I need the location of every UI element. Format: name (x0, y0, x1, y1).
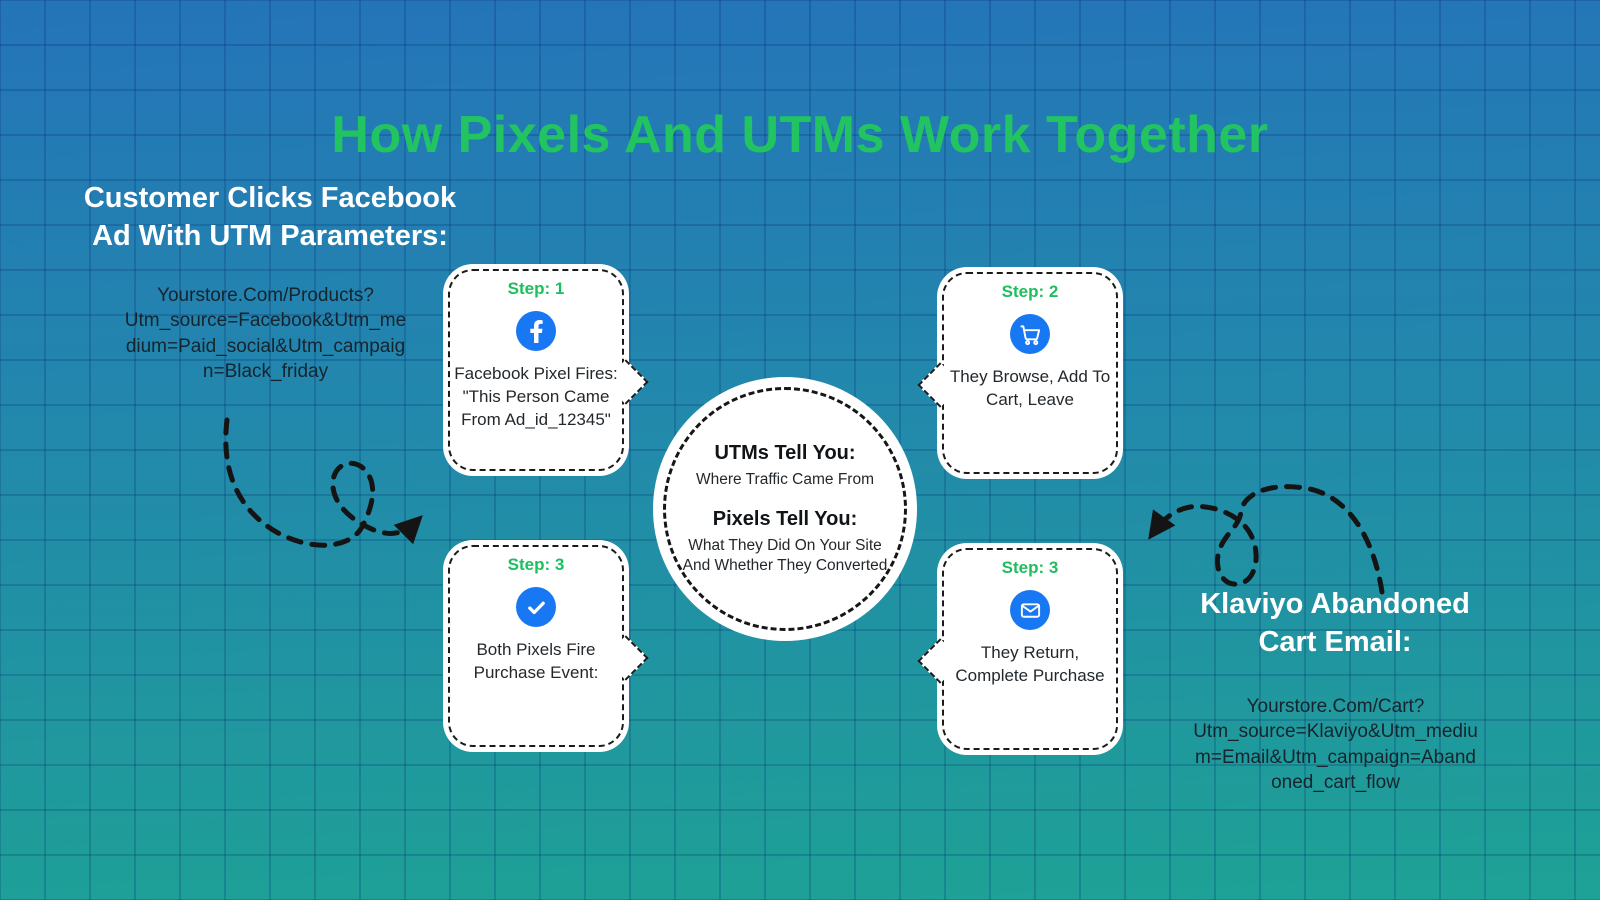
right-heading-line-1: Klaviyo Abandoned (1200, 588, 1470, 620)
url-line: oned_cart_flow (1271, 772, 1400, 794)
step-3-card-right: Step: 3 They Return, Complete Purchase (917, 543, 1123, 755)
step-1-card: Step: 1 Facebook Pixel Fires: "This Pers… (443, 264, 649, 476)
right-section-heading: Klaviyo Abandoned Cart Email: (1185, 586, 1485, 661)
utms-heading: UTMs Tell You: (714, 441, 856, 464)
utms-text: Where Traffic Came From (695, 470, 874, 488)
step-label: Step: 2 (1001, 282, 1059, 301)
url-line: Utm_source=Klaviyo&Utm_mediu (1193, 721, 1478, 743)
url-line: n=Black_friday (202, 361, 329, 383)
facebook-utm-url: Yourstore.Com/Products? Utm_source=Faceb… (88, 283, 443, 385)
url-line: Yourstore.Com/Products? (157, 285, 374, 306)
email-icon (1010, 590, 1050, 630)
facebook-icon (516, 311, 556, 351)
left-heading-line-1: Customer Clicks Facebook (83, 182, 457, 214)
left-heading-line-2: Ad With UTM Parameters: (92, 219, 448, 252)
step-label: Step: 3 (1001, 558, 1059, 577)
utm-pixel-explainer-circle: UTMs Tell You: Where Traffic Came From P… (653, 377, 917, 641)
left-section-heading: Customer Clicks Facebook Ad With UTM Par… (70, 180, 470, 255)
step-label: Step: 3 (507, 555, 565, 574)
step-text: They Browse, Add To Cart, Leave (949, 367, 1111, 409)
pixels-text: What They Did On Your Site And Whether T… (682, 536, 888, 575)
step-text: Facebook Pixel Fires: "This Person Came … (454, 364, 618, 429)
step-label: Step: 1 (507, 279, 565, 298)
pixels-heading: Pixels Tell You: (712, 507, 858, 530)
url-line: m=Email&Utm_campaign=Aband (1195, 746, 1476, 768)
step-2-card: Step: 2 They Browse, Add To Cart, Leave (917, 267, 1123, 479)
url-line: Utm_source=Facebook&Utm_me (124, 310, 407, 332)
step-text: Both Pixels Fire Purchase Event: (473, 640, 599, 682)
right-heading-line-2: Cart Email: (1258, 625, 1412, 658)
page-title: How Pixels And UTMs Work Together (331, 105, 1269, 164)
url-line: dium=Paid_social&Utm_campaig (125, 335, 406, 357)
step-text: They Return, Complete Purchase (955, 643, 1105, 685)
cart-icon (1010, 314, 1050, 354)
klaviyo-utm-url: Yourstore.Com/Cart? Utm_source=Klaviyo&U… (1163, 694, 1508, 796)
step-3-card-left: Step: 3 Both Pixels Fire Purchase Event: (443, 540, 649, 752)
check-icon (516, 587, 556, 627)
url-line: Yourstore.Com/Cart? (1246, 696, 1425, 717)
